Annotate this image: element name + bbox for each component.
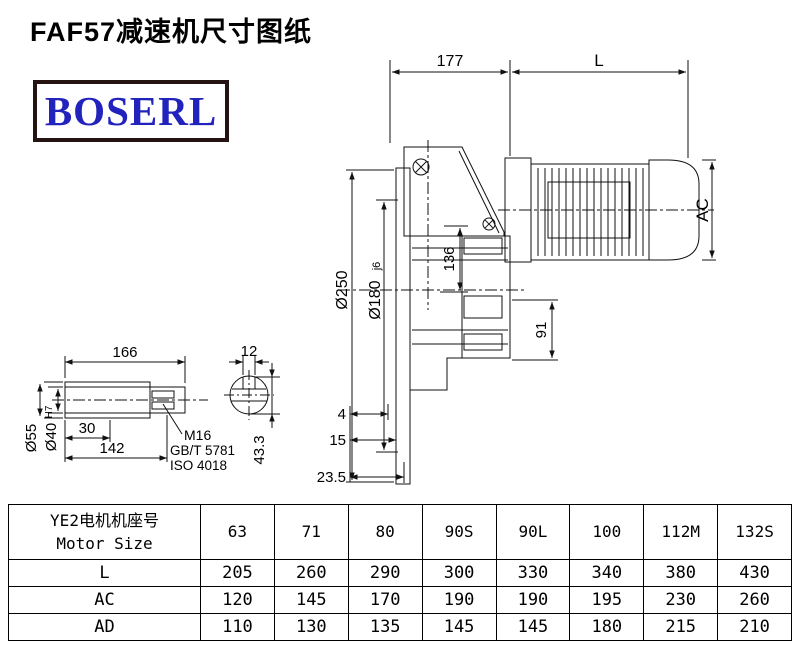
centerlines [338, 140, 714, 310]
table-header-row: YE2电机机座号 Motor Size 63 71 80 90S 90L 100… [8, 504, 792, 560]
standard-iso-label: ISO 4018 [170, 458, 227, 473]
dimension-91 [512, 299, 558, 361]
table-cell: 290 [347, 559, 423, 587]
shaft-end-view [224, 370, 274, 420]
gearbox-dimension-drawing: 177 L AC 136 Ø250 Ø180 j6 91 4 15 23.5 1… [23, 51, 716, 486]
dim-43-3-label: 43.3 [251, 435, 268, 464]
table-cell: 170 [347, 586, 423, 614]
dim-91-label: 91 [533, 322, 550, 339]
dim-15-label: 15 [329, 432, 346, 449]
dim-23-5-label: 23.5 [317, 469, 346, 486]
table-cell: 215 [643, 613, 719, 641]
table-cell: 340 [569, 559, 645, 587]
motor-size-header-cn: YE2电机机座号 [50, 510, 159, 530]
table-cell: 380 [643, 559, 719, 587]
motor-dimension-table: YE2电机机座号 Motor Size 63 71 80 90S 90L 100… [8, 504, 792, 641]
dia-55-label: Ø55 [23, 424, 40, 452]
dim-177-label: 177 [437, 53, 464, 70]
dimension-12 [229, 356, 269, 375]
table-cell: 230 [643, 586, 719, 614]
motor-size-100: 100 [569, 504, 645, 560]
dimension-dia250 [346, 169, 394, 483]
table-cell: 145 [421, 613, 497, 641]
thread-label: M16 [184, 427, 211, 443]
table-row-AC: AC 120 145 170 190 190 195 230 260 [8, 586, 792, 614]
table-cell: 110 [200, 613, 275, 641]
dimension-labels: 177 L AC 136 Ø250 Ø180 j6 91 4 15 23.5 1… [23, 51, 712, 486]
table-cell: 430 [717, 559, 792, 587]
table-row-L: L 205 260 290 300 330 340 380 430 [8, 559, 792, 587]
motor-size-63: 63 [200, 504, 275, 560]
shaft-outline [64, 381, 186, 435]
dimension-dia180 [376, 199, 398, 453]
main-view [338, 60, 716, 485]
table-cell: 205 [200, 559, 275, 587]
logo-text: BOSERL [44, 87, 218, 134]
dim-L-label: L [594, 51, 603, 70]
gearbox-outline [395, 146, 511, 485]
top-dimension-lines [389, 60, 689, 158]
dia-250-label: Ø250 [334, 270, 351, 309]
table-cell: 260 [717, 586, 792, 614]
table-cell: 210 [717, 613, 792, 641]
dim-30-label: 30 [79, 420, 96, 437]
table-cell: 330 [495, 559, 571, 587]
dim-166-label: 166 [112, 344, 137, 361]
motor-size-80: 80 [347, 504, 423, 560]
bottom-step-dimensions [349, 404, 405, 483]
row-label-AD: AD [8, 613, 201, 641]
fan-cover [648, 159, 700, 261]
shaft-detail-view [37, 356, 280, 462]
table-cell: 260 [273, 559, 349, 587]
motor-size-header-cell: YE2电机机座号 Motor Size [8, 504, 201, 560]
dimension-43-3 [249, 363, 280, 428]
motor-size-90L: 90L [495, 504, 571, 560]
table-cell: 190 [421, 586, 497, 614]
dim-AC-label: AC [693, 198, 712, 222]
motor-size-132S: 132S [717, 504, 792, 560]
dia-180-tolerance-label: j6 [371, 262, 383, 272]
dimension-dia55-dia40 [37, 381, 63, 419]
row-label-AC: AC [8, 586, 201, 614]
dim-4-label: 4 [338, 406, 346, 423]
table-cell: 195 [569, 586, 645, 614]
thread-leader-line [162, 403, 183, 435]
motor-size-90S: 90S [421, 504, 497, 560]
table-cell: 300 [421, 559, 497, 587]
motor-size-71: 71 [273, 504, 349, 560]
table-cell: 135 [347, 613, 423, 641]
table-cell: 130 [273, 613, 349, 641]
dia-180-label: Ø180 [367, 280, 384, 319]
page-title: FAF57减速机尺寸图纸 [30, 17, 313, 47]
motor-size-112M: 112M [643, 504, 719, 560]
table-row-AD: AD 110 130 135 145 145 180 215 210 [8, 613, 792, 641]
table-cell: 145 [495, 613, 571, 641]
dimension-30-142 [64, 415, 168, 462]
table-cell: 145 [273, 586, 349, 614]
dim-142-label: 142 [99, 440, 124, 457]
dim-136-label: 136 [441, 246, 458, 271]
dimension-136 [440, 225, 468, 293]
dia-40-label: Ø40 [43, 423, 60, 451]
table-cell: 190 [495, 586, 571, 614]
dimension-AC [702, 159, 716, 261]
dia-40-tolerance-label: H7 [44, 405, 55, 418]
motor-fins [537, 168, 644, 256]
table-cell: 180 [569, 613, 645, 641]
table-cell: 120 [200, 586, 275, 614]
dim-12-label: 12 [241, 343, 258, 360]
row-label-L: L [8, 559, 201, 587]
standard-gb-label: GB/T 5781 [170, 443, 235, 458]
motor-size-header-en: Motor Size [56, 534, 153, 553]
dimension-166 [64, 356, 186, 383]
boserl-logo: BOSERL [33, 80, 229, 142]
